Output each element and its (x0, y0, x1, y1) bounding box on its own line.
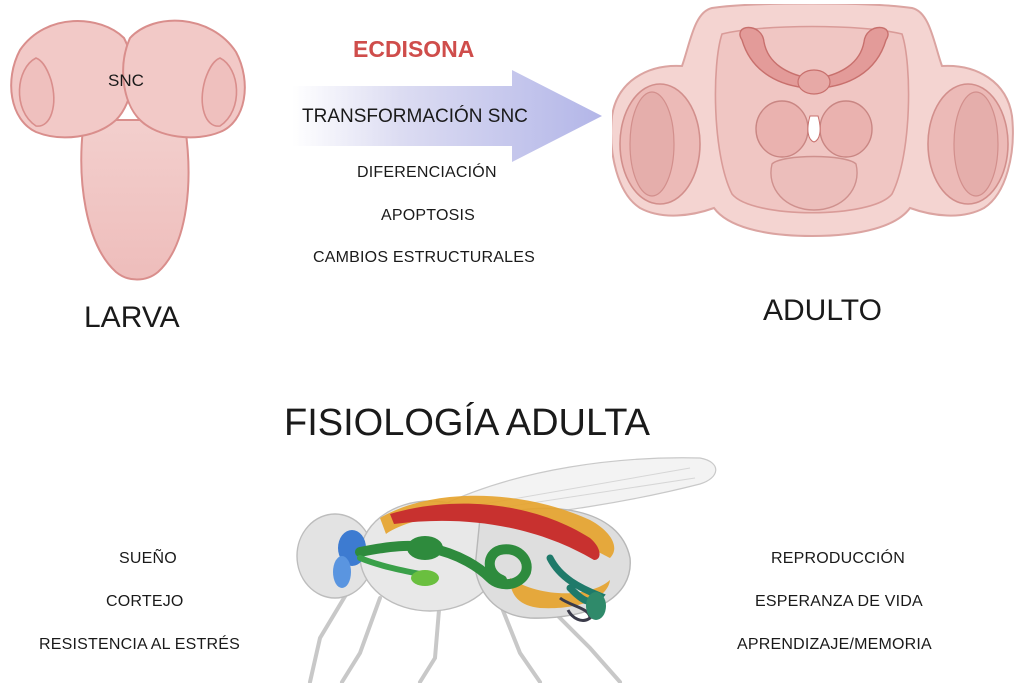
adult-brain-illustration (612, 4, 1016, 240)
larva-organ-label: SNC (108, 71, 144, 91)
process-differentiation: DIFERENCIACIÓN (357, 164, 497, 182)
larva-caption: LARVA (84, 301, 180, 335)
process-apoptosis: APOPTOSIS (381, 207, 475, 225)
physiology-item-stress-resistance: RESISTENCIA AL ESTRÉS (39, 636, 240, 654)
hormone-label: ECDISONA (353, 36, 474, 63)
arrow-label: TRANSFORMACIÓN SNC (302, 106, 528, 128)
physiology-title: FISIOLOGÍA ADULTA (284, 402, 650, 445)
physiology-item-sleep: SUEÑO (119, 550, 177, 568)
physiology-item-lifespan: ESPERANZA DE VIDA (755, 593, 923, 611)
physiology-item-reproduction: REPRODUCCIÓN (771, 550, 905, 568)
fly-anatomy-illustration (290, 448, 722, 683)
larva-brain-illustration (6, 10, 251, 285)
process-structural-changes: CAMBIOS ESTRUCTURALES (313, 249, 535, 267)
adult-caption: ADULTO (763, 294, 882, 328)
physiology-item-learning-memory: APRENDIZAJE/MEMORIA (737, 636, 932, 654)
physiology-item-courtship: CORTEJO (106, 593, 184, 611)
